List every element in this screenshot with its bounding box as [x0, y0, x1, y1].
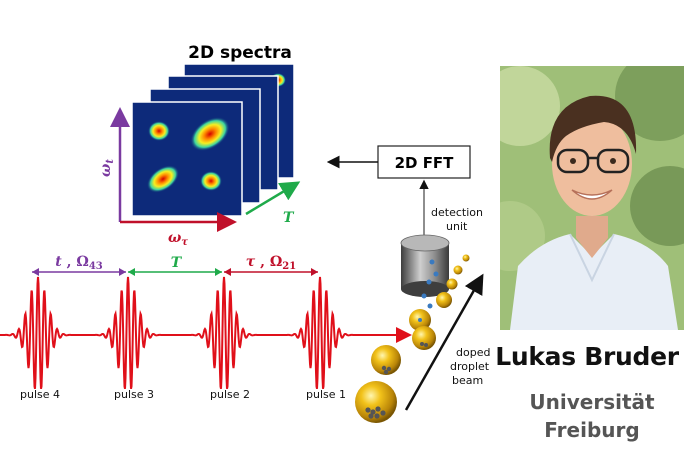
T-axis-label: T	[283, 210, 295, 226]
omega-t-axis-label: ωt	[98, 159, 116, 177]
portrait-photo	[500, 66, 684, 330]
large-droplets	[355, 309, 436, 423]
spectrum-peak	[148, 121, 170, 141]
portrait-illustration	[500, 66, 684, 330]
pulse-label-3: pulse 3	[114, 388, 154, 401]
spectrum-peak	[146, 165, 180, 193]
pulse-label-2: pulse 2	[210, 388, 250, 401]
fft-label: 2D FFT	[395, 154, 455, 172]
pulse-label-4: pulse 4	[20, 388, 60, 401]
omega-tau-axis-label: ωτ	[168, 230, 188, 248]
detection-label-2: unit	[446, 220, 468, 233]
affiliation-line-2: Freiburg	[544, 418, 640, 442]
interval-tau-label: τ , Ω21	[246, 254, 296, 272]
pulse-label-1: pulse 1	[306, 388, 346, 401]
spectrum-peak	[200, 171, 222, 191]
droplet-beam-arrow	[404, 273, 484, 411]
spectra-stack	[131, 63, 295, 217]
beam-label-2: droplet	[450, 360, 490, 373]
beam-label-1: doped	[456, 346, 490, 359]
interval-t-label: t , Ω43	[55, 254, 103, 272]
detection-label-1: detection	[431, 206, 483, 219]
spectrum-peak	[190, 116, 230, 152]
interval-T-label: T	[171, 255, 183, 271]
pulse-train	[0, 276, 380, 390]
small-droplets	[421, 254, 470, 309]
person-name: Lukas Bruder	[495, 342, 679, 371]
beam-label-3: beam	[452, 374, 483, 387]
affiliation-line-1: Universität	[529, 390, 655, 414]
detector-cylinder	[400, 234, 450, 297]
T-axis	[245, 181, 301, 216]
fft-box	[377, 145, 471, 179]
spectra-title: 2D spectra	[188, 43, 292, 63]
